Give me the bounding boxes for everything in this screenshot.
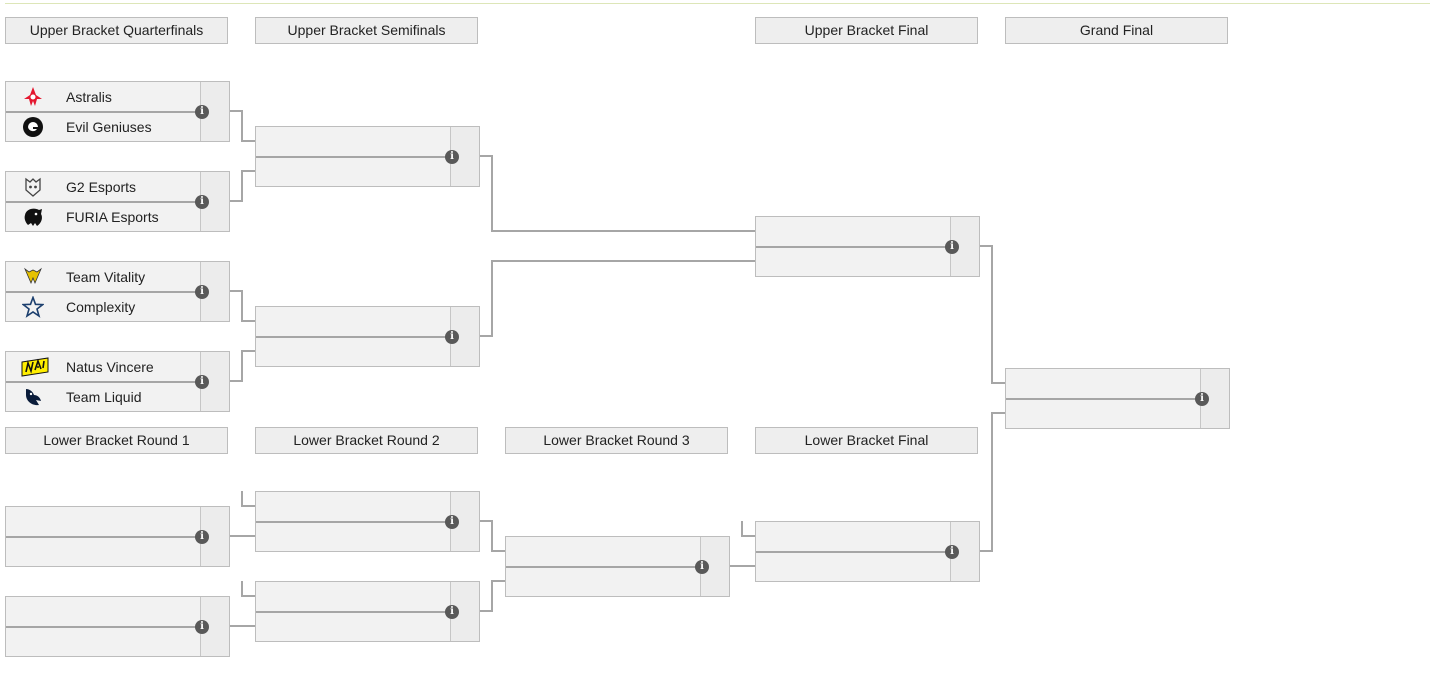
- navi-logo-icon: [21, 357, 49, 377]
- match-grand-final[interactable]: i: [1005, 368, 1230, 429]
- team-slot-empty[interactable]: [256, 157, 451, 186]
- evil-geniuses-logo-icon: [23, 117, 43, 137]
- connector-lbr2b: [480, 580, 505, 612]
- team-name: Team Liquid: [66, 389, 142, 405]
- team-slot-empty[interactable]: [1006, 399, 1201, 428]
- team-slot-empty[interactable]: [1006, 369, 1201, 398]
- match-lbr1-1[interactable]: i: [5, 506, 230, 567]
- match-info-icon[interactable]: i: [445, 515, 459, 529]
- connector-lbf: [980, 412, 1005, 552]
- match-ubsf-2[interactable]: i: [255, 306, 480, 367]
- connector-lbr2-bot: [241, 581, 255, 597]
- team-name: Team Vitality: [66, 269, 146, 285]
- connector-ubqf4: [230, 350, 255, 382]
- header-lower-round-2: Lower Bracket Round 2: [255, 427, 478, 454]
- match-ubqf-3[interactable]: Team Vitality Complexity i: [5, 261, 230, 322]
- team-slot-empty[interactable]: [6, 597, 201, 626]
- team-slot-empty[interactable]: [506, 567, 701, 596]
- team-slot-empty[interactable]: [6, 507, 201, 536]
- match-lbr2-2[interactable]: i: [255, 581, 480, 642]
- team-slot-empty[interactable]: [6, 537, 201, 566]
- team-name: G2 Esports: [66, 179, 137, 195]
- header-upper-quarterfinals: Upper Bracket Quarterfinals: [5, 17, 228, 44]
- match-info-icon[interactable]: i: [445, 150, 459, 164]
- connector-ubqf1: [230, 110, 255, 142]
- match-info-icon[interactable]: i: [1195, 392, 1209, 406]
- team-slot-evil-geniuses[interactable]: Evil Geniuses: [6, 112, 201, 141]
- match-info-icon[interactable]: i: [195, 620, 209, 634]
- team-name: Evil Geniuses: [66, 119, 152, 135]
- match-info-icon[interactable]: i: [195, 195, 209, 209]
- match-info-icon[interactable]: i: [945, 240, 959, 254]
- header-grand-final: Grand Final: [1005, 17, 1228, 44]
- team-slot-empty[interactable]: [756, 247, 951, 276]
- team-slot-team-liquid[interactable]: Team Liquid: [6, 382, 201, 411]
- connector-ubsf1: [480, 155, 755, 232]
- match-info-icon[interactable]: i: [195, 285, 209, 299]
- team-slot-navi[interactable]: Natus Vincere: [6, 352, 201, 381]
- team-slot-empty[interactable]: [256, 522, 451, 551]
- team-name: Natus Vincere: [66, 359, 154, 375]
- team-slot-empty[interactable]: [506, 537, 701, 566]
- match-ubsf-1[interactable]: i: [255, 126, 480, 187]
- match-ubf[interactable]: i: [755, 216, 980, 277]
- team-slot-empty[interactable]: [756, 522, 951, 551]
- connector-lbr2-top: [241, 491, 255, 507]
- team-slot-empty[interactable]: [256, 492, 451, 521]
- match-ubqf-1[interactable]: Astralis Evil Geniuses i: [5, 81, 230, 142]
- team-slot-g2[interactable]: G2 Esports: [6, 172, 201, 201]
- team-slot-vitality[interactable]: Team Vitality: [6, 262, 201, 291]
- team-slot-empty[interactable]: [256, 582, 451, 611]
- match-ubqf-2[interactable]: G2 Esports FURIA Esports i: [5, 171, 230, 232]
- match-lbr2-1[interactable]: i: [255, 491, 480, 552]
- match-lbr1-2[interactable]: i: [5, 596, 230, 657]
- team-slot-empty[interactable]: [6, 627, 201, 656]
- match-lbf[interactable]: i: [755, 521, 980, 582]
- astralis-logo-icon: [24, 87, 42, 106]
- match-ubqf-4[interactable]: Natus Vincere Team Liquid i: [5, 351, 230, 412]
- team-name: FURIA Esports: [66, 209, 159, 225]
- match-info-icon[interactable]: i: [945, 545, 959, 559]
- match-info-icon[interactable]: i: [195, 105, 209, 119]
- team-slot-complexity[interactable]: Complexity: [6, 292, 201, 321]
- team-slot-empty[interactable]: [256, 337, 451, 366]
- team-slot-empty[interactable]: [256, 127, 451, 156]
- match-info-icon[interactable]: i: [195, 530, 209, 544]
- team-name: Astralis: [66, 89, 112, 105]
- match-info-icon[interactable]: i: [445, 605, 459, 619]
- team-slot-furia[interactable]: FURIA Esports: [6, 202, 201, 231]
- match-lbr3[interactable]: i: [505, 536, 730, 597]
- team-slot-empty[interactable]: [256, 612, 451, 641]
- connector-lbf-top: [741, 521, 755, 537]
- header-upper-semifinals: Upper Bracket Semifinals: [255, 17, 478, 44]
- header-lower-round-1: Lower Bracket Round 1: [5, 427, 228, 454]
- connector-ubqf3: [230, 290, 255, 322]
- connector-ubsf2: [480, 260, 755, 337]
- team-slot-empty[interactable]: [756, 552, 951, 581]
- top-divider: [5, 3, 1430, 4]
- g2-esports-logo-icon: [25, 177, 41, 197]
- connector-lbr2a: [480, 520, 505, 552]
- team-liquid-logo-icon: [26, 389, 41, 406]
- connector-ubf: [980, 245, 1005, 384]
- complexity-logo-icon: [22, 296, 44, 318]
- vitality-logo-icon: [24, 267, 42, 285]
- connector-ubqf2: [230, 170, 255, 202]
- match-info-icon[interactable]: i: [695, 560, 709, 574]
- furia-logo-icon: [24, 208, 42, 226]
- team-name: Complexity: [66, 299, 136, 315]
- team-slot-empty[interactable]: [256, 307, 451, 336]
- team-slot-astralis[interactable]: Astralis: [6, 82, 201, 111]
- match-info-icon[interactable]: i: [195, 375, 209, 389]
- header-upper-final: Upper Bracket Final: [755, 17, 978, 44]
- header-lower-final: Lower Bracket Final: [755, 427, 978, 454]
- team-slot-empty[interactable]: [756, 217, 951, 246]
- header-lower-round-3: Lower Bracket Round 3: [505, 427, 728, 454]
- match-info-icon[interactable]: i: [445, 330, 459, 344]
